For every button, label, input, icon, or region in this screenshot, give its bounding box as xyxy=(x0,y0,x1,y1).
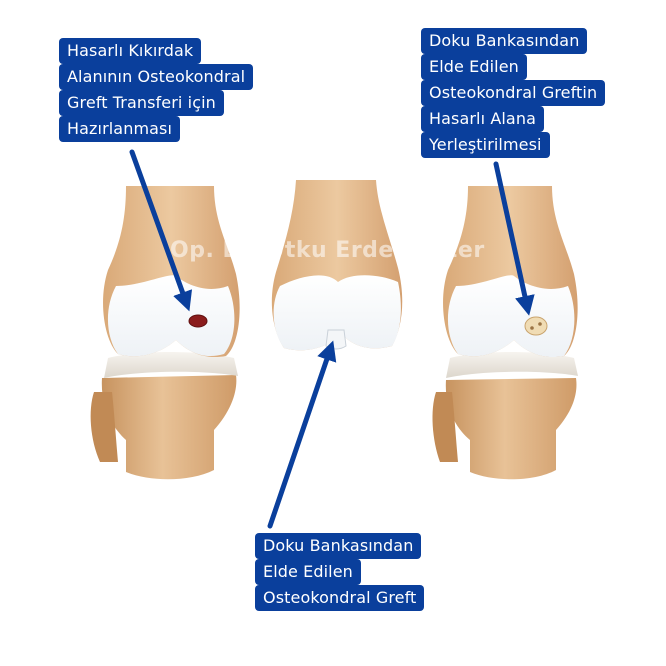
label-placement: Doku Bankasından Elde Edilen Osteokondra… xyxy=(421,28,606,158)
arrow-bottom xyxy=(267,340,337,529)
tibia-right xyxy=(445,378,577,480)
cartilage-left xyxy=(107,275,235,357)
label-preparation: Hasarlı Kıkırdak Alanının Osteokondral G… xyxy=(59,38,254,142)
donor-femur-center xyxy=(271,180,403,351)
fibula-left xyxy=(90,392,118,462)
tibia-left xyxy=(101,375,237,480)
knee-joint-right xyxy=(432,186,578,480)
label-line: Osteokondral Greftin xyxy=(421,80,606,106)
cartilage-center xyxy=(273,275,401,351)
cartilage-right xyxy=(447,275,575,358)
label-line: Alanının Osteokondral xyxy=(59,64,254,90)
meniscus-right xyxy=(446,352,578,378)
knee-joint-left xyxy=(90,186,240,480)
graft-plug-icon xyxy=(325,329,347,350)
implanted-graft-icon xyxy=(524,316,548,336)
label-line: Doku Bankasından xyxy=(255,533,422,559)
watermark-text: Op. Dr. Utku Erdem Özer xyxy=(170,238,485,263)
label-line: Yerleştirilmesi xyxy=(421,132,550,158)
arrow-left xyxy=(129,149,193,312)
meniscus-left xyxy=(104,352,238,378)
label-line: Elde Edilen xyxy=(255,559,361,585)
label-line: Doku Bankasından xyxy=(421,28,588,54)
label-line: Hasarlı Alana xyxy=(421,106,544,132)
fibula-right xyxy=(432,392,458,462)
label-line: Hasarlı Kıkırdak xyxy=(59,38,202,64)
label-line: Hazırlanması xyxy=(59,116,181,142)
label-line: Elde Edilen xyxy=(421,54,527,80)
label-line: Greft Transferi için xyxy=(59,90,224,116)
cartilage-lesion-icon xyxy=(188,314,208,328)
label-line: Osteokondral Greft xyxy=(255,585,425,611)
arrow-right xyxy=(493,161,535,316)
label-donor-graft: Doku Bankasından Elde Edilen Osteokondra… xyxy=(255,533,425,611)
